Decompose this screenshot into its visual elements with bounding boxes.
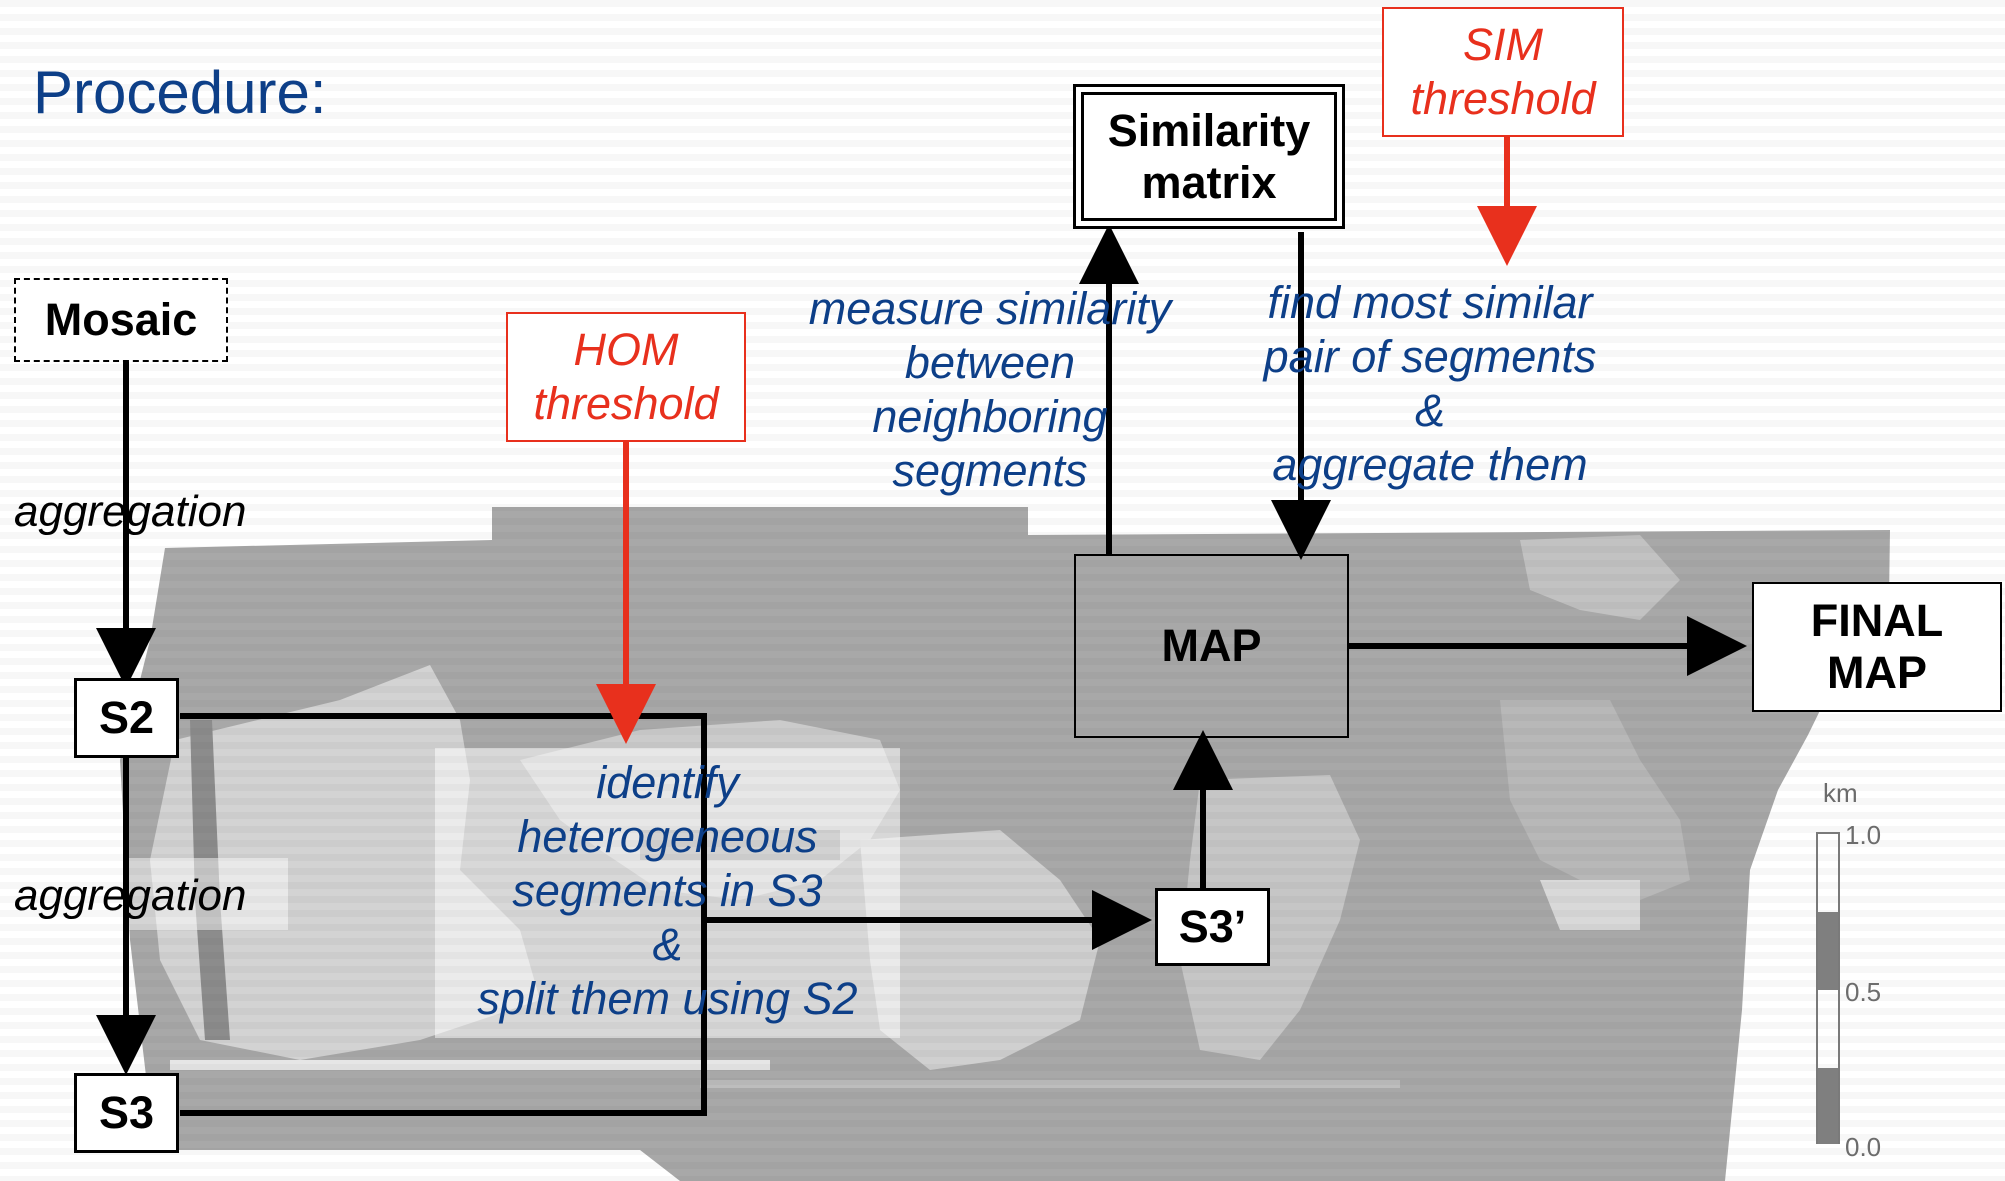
find-line-1: find most similar <box>1267 277 1593 328</box>
aggregation-label-2: aggregation <box>14 871 247 920</box>
find-similar-step-label: find most similar pair of segments & agg… <box>1220 276 1640 492</box>
identify-line-5: split them using S2 <box>477 973 858 1024</box>
s2-node: S2 <box>74 678 179 758</box>
measure-line-4: segments <box>892 445 1088 496</box>
s2-s3-bracket <box>180 713 707 1116</box>
sim-threshold-line-1: SIM <box>1462 19 1543 70</box>
find-line-3: & <box>1414 385 1445 436</box>
scale-tick-1: 1.0 <box>1845 820 1882 850</box>
mosaic-node-frame <box>14 278 228 362</box>
similarity-matrix-label-line-1: Similarity <box>1107 104 1311 156</box>
s3-node: S3 <box>74 1073 179 1153</box>
measure-line-2: between <box>904 337 1076 388</box>
find-line-4: aggregate them <box>1272 439 1588 490</box>
scale-tick-3: 0.0 <box>1845 1132 1882 1162</box>
scale-bar-unit: km <box>1823 778 1858 808</box>
measure-similarity-step-label: measure similarity between neighboring s… <box>780 282 1200 498</box>
final-map-label-line-1: FINAL <box>1810 595 1944 647</box>
similarity-matrix-node: Similarity matrix <box>1081 92 1337 221</box>
page-title: Procedure: <box>33 59 327 126</box>
scale-tick-2: 0.5 <box>1845 977 1882 1007</box>
identify-step-label: identify heterogeneous segments in S3 & … <box>435 756 900 1026</box>
identify-line-2: heterogeneous <box>517 811 818 862</box>
identify-line-3: segments in S3 <box>512 865 823 916</box>
identify-line-1: identify <box>596 757 739 808</box>
aggregation-label-1: aggregation <box>14 487 247 536</box>
measure-line-1: measure similarity <box>808 283 1172 334</box>
measure-line-3: neighboring <box>872 391 1108 442</box>
scale-bar <box>1816 832 1840 1144</box>
hom-threshold-box: HOM threshold <box>506 312 746 442</box>
find-line-2: pair of segments <box>1263 331 1597 382</box>
final-map-label-line-2: MAP <box>1827 647 1927 698</box>
final-map-node: FINAL MAP <box>1752 582 2002 712</box>
sim-threshold-box: SIM threshold <box>1382 7 1624 137</box>
similarity-matrix-label-line-2: matrix <box>1141 156 1277 208</box>
hom-threshold-line-1: HOM <box>573 324 679 375</box>
mosaic-node: Mosaic <box>44 294 198 345</box>
sim-threshold-line-2: threshold <box>1410 73 1596 124</box>
hom-threshold-line-2: threshold <box>533 378 719 429</box>
map-node: MAP <box>1074 554 1349 738</box>
identify-line-4: & <box>652 919 683 970</box>
s3prime-node: S3’ <box>1155 888 1270 966</box>
